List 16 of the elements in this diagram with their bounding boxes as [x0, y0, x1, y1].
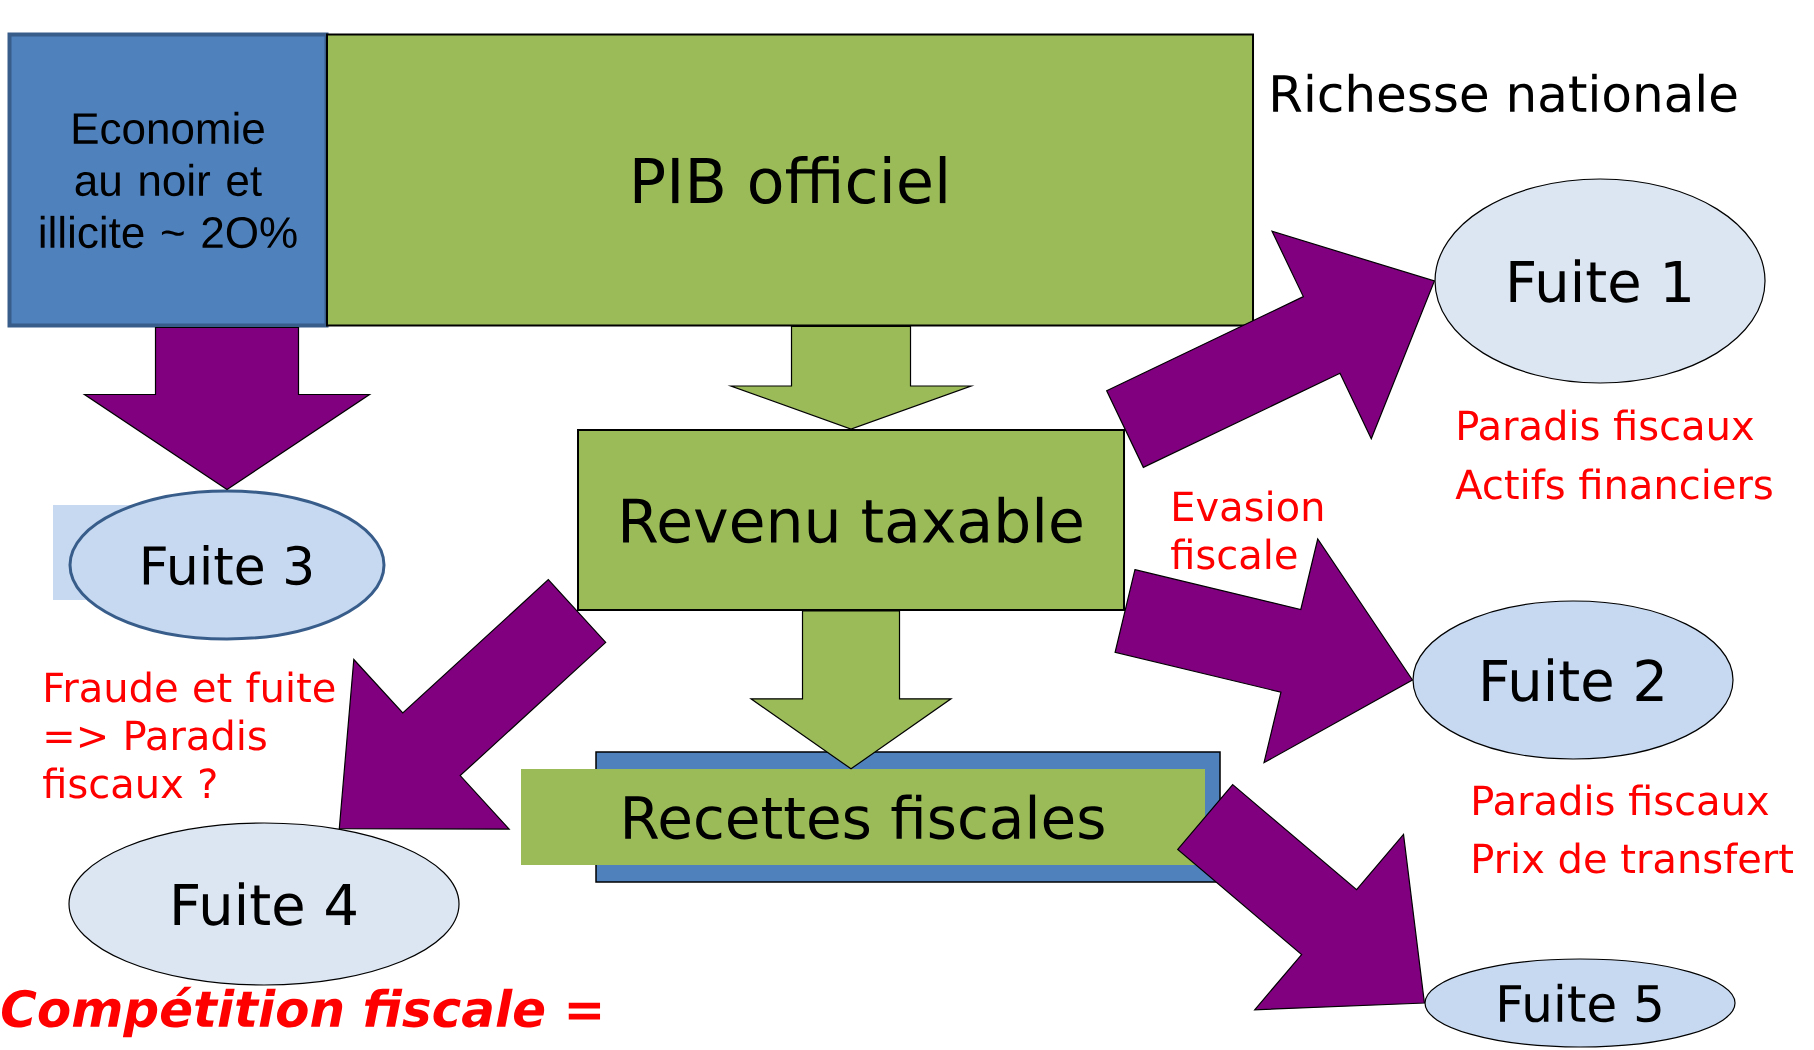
- note-text: Evasion fiscale: [1171, 490, 1323, 570]
- box: PIB officiel: [326, 33, 1254, 327]
- block-arrow: [727, 325, 975, 430]
- box: Recettes fiscales: [521, 769, 1205, 865]
- box: Revenu taxable: [577, 429, 1125, 611]
- block-arrow: [82, 326, 372, 491]
- note-text: Prix de transfert: [1474, 842, 1793, 874]
- block-arrow: [1114, 537, 1414, 764]
- note-text: Paradis fiscaux: [1474, 784, 1769, 816]
- box: Economie au noir et illicite ~ 2O%: [7, 32, 329, 328]
- statement-text: Compétition fiscale =: [2, 986, 601, 1038]
- block-arrow: [749, 610, 953, 770]
- note-text: Fraude et fuite => Paradis fiscaux ?: [43, 671, 335, 799]
- note-text: Actifs financiers: [1455, 468, 1772, 500]
- heading-text: Richesse nationale: [1273, 73, 1737, 113]
- note-text: Paradis fiscaux: [1459, 409, 1754, 441]
